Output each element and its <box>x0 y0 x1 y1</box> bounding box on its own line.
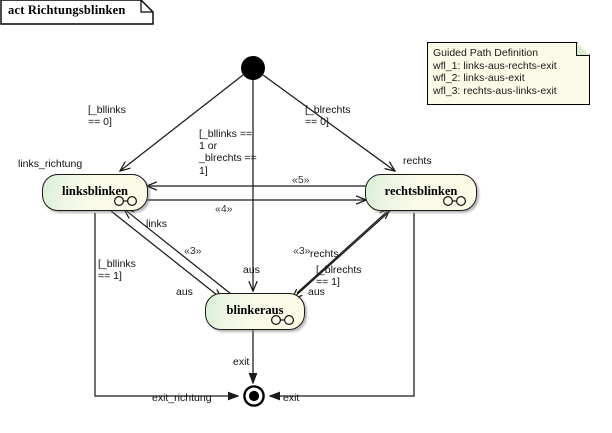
spectacles-icon <box>271 315 294 325</box>
frame-tab-shape <box>0 0 154 25</box>
state-rechtsblinken[interactable]: rechtsblinken <box>365 174 477 211</box>
guard-center-or: [_bllinks == 1 or _blrechts == 1] <box>199 128 257 177</box>
state-blinkeraus-label: blinkeraus <box>226 303 284 317</box>
edge-label-aus-center: aus <box>243 264 260 276</box>
edge-label-aus-left: aus <box>176 286 193 298</box>
spectacles-icon <box>114 196 137 206</box>
diagram-frame-tab: act Richtungsblinken <box>0 0 154 25</box>
note-line-wfl1: wfl_1: links-aus-rechts-exit <box>433 59 557 72</box>
initial-node <box>241 56 265 80</box>
state-rechtsblinken-label: rechtsblinken <box>384 184 458 198</box>
edge-label-exit-right: exit <box>283 392 300 404</box>
note-guided-path-definition: Guided Path Definition wfl_1: links-aus-… <box>427 42 590 105</box>
final-node-shape <box>243 385 265 407</box>
stereotype-4: «4» <box>215 203 233 215</box>
page-title: act Richtungsblinken <box>8 3 126 17</box>
edge-label-exit-top: exit <box>233 356 250 368</box>
edge-label-links-richtung: links_richtung <box>18 158 83 170</box>
note-heading: Guided Path Definition <box>433 47 539 59</box>
stereotype-3-left: «3» <box>184 245 202 257</box>
guard-blrechts-eq-0: [_blrechts == 0] <box>305 104 351 129</box>
edge-label-exit-richtung: exit_richtung <box>152 392 212 404</box>
edge-label-aus-right: aus <box>308 286 325 298</box>
spectacles-icon <box>443 196 466 206</box>
stereotype-5: «5» <box>292 174 310 186</box>
note-line-wfl2: wfl_2: links-aus-exit <box>433 72 525 85</box>
guard-bllinks-eq-0: [_bllinks == 0] <box>88 104 126 129</box>
guard-bllinks-eq-1: [_bllinks == 1] <box>98 258 136 283</box>
state-blinkeraus[interactable]: blinkeraus <box>205 293 305 330</box>
edge-label-rechts-lower: rechts <box>310 248 339 260</box>
edge-label-links: links <box>146 218 168 230</box>
state-linksblinken[interactable]: linksblinken <box>42 174 148 211</box>
edge-label-rechts-top: rechts <box>403 155 432 167</box>
note-line-wfl3: wfl_3: rechts-aus-links-exit <box>433 84 557 97</box>
guard-blrechts-eq-1: [_blrechts == 1] <box>316 264 362 289</box>
stereotype-3-right: «3» <box>293 245 311 257</box>
state-linksblinken-label: linksblinken <box>61 184 128 198</box>
